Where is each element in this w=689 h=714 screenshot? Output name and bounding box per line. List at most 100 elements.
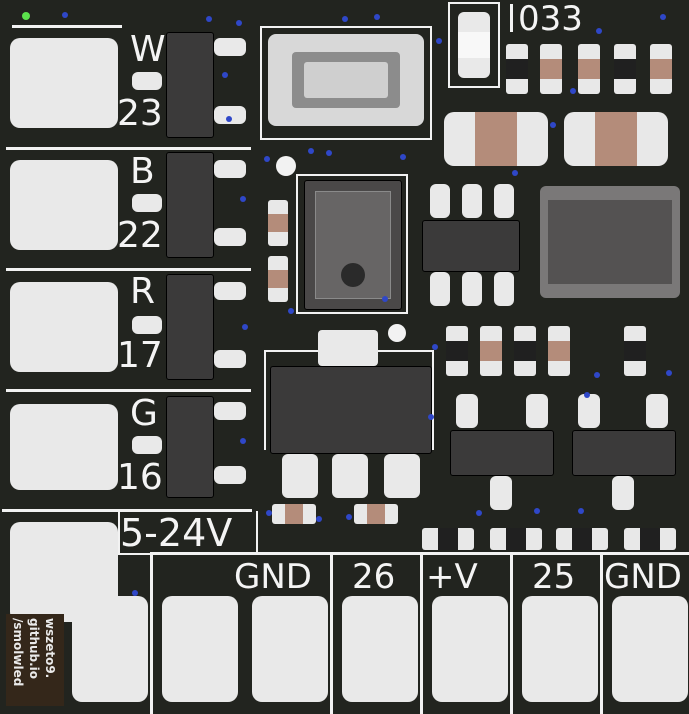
module-body <box>268 34 424 126</box>
ref-label: 033 <box>518 0 583 39</box>
via <box>226 116 232 122</box>
fuse-outline <box>448 2 500 88</box>
power-ic-pin <box>282 454 318 498</box>
mosfet-pin <box>214 228 246 246</box>
regulator-outline <box>296 174 408 314</box>
channel-b-pad <box>10 160 118 250</box>
mosfet-b <box>166 152 214 258</box>
small-resistor <box>540 44 562 94</box>
small-component <box>514 326 536 376</box>
transistor-pin <box>490 476 512 510</box>
label-r: R <box>130 271 156 312</box>
connector-top-line <box>150 552 689 555</box>
transistor-pin <box>646 394 668 428</box>
connector-divider <box>330 552 333 714</box>
voltage-outline <box>118 511 258 555</box>
power-ic <box>270 366 432 454</box>
transistor-small <box>572 430 676 476</box>
connector-label-plus-v: +V <box>426 557 478 597</box>
connector-label-25: 25 <box>532 557 576 597</box>
power-ic-pin <box>384 454 420 498</box>
connector-pad <box>72 596 148 702</box>
via <box>236 20 242 26</box>
small-resistor <box>650 44 672 94</box>
small-component <box>506 44 528 94</box>
channel-w-pad <box>10 38 118 128</box>
transistor-pin <box>462 184 482 218</box>
separator-line <box>2 509 252 512</box>
small-component <box>446 326 468 376</box>
mosfet-w <box>166 32 214 138</box>
separator-line <box>6 389 251 392</box>
transistor-ic <box>422 220 520 272</box>
mosfet-pin <box>214 38 246 56</box>
transistor-small <box>450 430 554 476</box>
small-resistor <box>548 326 570 376</box>
transistor-pin <box>456 394 478 428</box>
resistor-large <box>564 112 668 166</box>
fiducial <box>276 156 296 176</box>
small-resistor <box>480 326 502 376</box>
connector-pad <box>342 596 418 702</box>
via <box>222 72 228 78</box>
connector-pad <box>432 596 508 702</box>
mosfet-pin <box>214 282 246 300</box>
via <box>242 324 248 330</box>
label-w: W <box>130 29 166 70</box>
transistor-pin <box>578 394 600 428</box>
separator-line <box>6 268 251 271</box>
connector-divider <box>600 552 603 714</box>
power-ic-tab <box>318 330 378 366</box>
watermark-line: github.io <box>27 618 41 680</box>
gate-pin <box>132 436 162 454</box>
fiducial <box>22 12 30 20</box>
label-voltage: 5-24V <box>120 511 233 555</box>
connector-pad <box>162 596 238 702</box>
power-ic-pin <box>332 454 368 498</box>
label-23: 23 <box>117 93 163 134</box>
mosfet-r <box>166 274 214 380</box>
via <box>512 170 518 176</box>
small-component <box>422 528 474 550</box>
small-resistor <box>578 44 600 94</box>
mosfet-pin <box>214 106 246 124</box>
separator-line <box>6 147 251 150</box>
via <box>666 370 672 376</box>
mosfet-pin <box>214 350 246 368</box>
connector-divider <box>150 552 153 714</box>
watermark-line: /smolwled <box>11 618 25 687</box>
via <box>476 510 482 516</box>
via <box>570 88 576 94</box>
gate-pin <box>132 316 162 334</box>
via <box>240 196 246 202</box>
fiducial <box>388 324 406 342</box>
via <box>206 16 212 22</box>
via <box>382 296 388 302</box>
via <box>342 16 348 22</box>
mosfet-pin <box>214 160 246 178</box>
connector-label-gnd: GND <box>234 557 312 597</box>
gate-pin <box>132 194 162 212</box>
via <box>346 514 352 520</box>
small-component <box>614 44 636 94</box>
via <box>436 38 442 44</box>
label-16: 16 <box>117 457 163 498</box>
module-outline <box>260 26 432 140</box>
via <box>596 28 602 34</box>
connector-divider <box>420 552 423 714</box>
via <box>594 372 600 378</box>
small-resistor <box>268 256 288 302</box>
via <box>578 508 584 514</box>
ref-bar <box>510 4 513 32</box>
via <box>316 516 322 522</box>
small-component <box>624 528 676 550</box>
transistor-pin <box>462 272 482 306</box>
transistor-pin <box>430 184 450 218</box>
via <box>264 156 270 162</box>
channel-r-pad <box>10 282 118 372</box>
transistor-pin <box>494 272 514 306</box>
regulator-ic <box>304 180 402 310</box>
small-component <box>490 528 542 550</box>
via <box>400 154 406 160</box>
connector-pad <box>522 596 598 702</box>
